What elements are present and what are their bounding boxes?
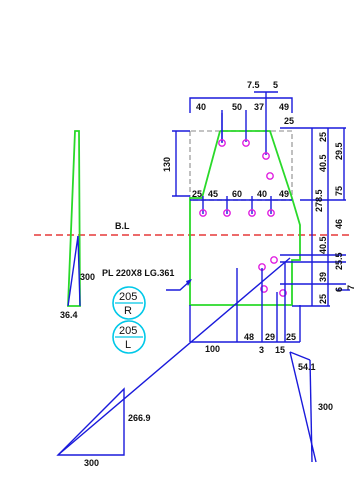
hole <box>279 289 287 297</box>
bevel-triangle-right-2 <box>289 351 311 361</box>
dim-25-5: 25.5 <box>334 252 344 270</box>
left-part: 300 36.4 <box>60 130 95 320</box>
baseline-label: B.L <box>115 221 130 231</box>
left-dim-vertical: 300 <box>80 272 95 282</box>
dim-266-9: 266.9 <box>128 413 151 423</box>
dim-40-5-right-a: 40.5 <box>318 154 328 172</box>
dim-278-5: 278.5 <box>314 189 324 212</box>
leader-arrowhead <box>186 279 192 286</box>
dim-25-bottom: 25 <box>286 332 296 342</box>
left-part-outline <box>67 130 81 307</box>
hole <box>248 209 256 217</box>
hole <box>266 172 274 180</box>
dim-49-top: 49 <box>279 102 289 112</box>
hole <box>270 256 278 264</box>
hole <box>262 152 270 160</box>
dim-49-mid: 49 <box>279 189 289 199</box>
tag-205-l: 205 L <box>112 320 146 354</box>
dim-50: 50 <box>232 102 242 112</box>
dim-130: 130 <box>162 157 172 172</box>
left-part-edge <box>67 235 79 307</box>
tag-number: 205 <box>119 325 137 337</box>
hole <box>223 209 231 217</box>
dim-300-horizontal: 300 <box>84 458 99 468</box>
dim-45-mid: 45 <box>208 189 218 199</box>
middle-dimensions: 25 45 60 40 49 <box>190 189 292 214</box>
right-dimensions: 25 40.5 29.5 278.5 75 46 40.5 25.5 39 6 … <box>280 127 356 307</box>
dim-frame-top <box>189 97 293 113</box>
hole <box>218 139 226 147</box>
tag-number: 205 <box>119 291 137 303</box>
dim-75: 75 <box>334 186 344 196</box>
dim-25-right: 25 <box>318 132 328 142</box>
dim-15: 15 <box>275 345 285 355</box>
dim-40-5-right-b: 40.5 <box>318 236 328 254</box>
bevel-dimensions: 54.1 300 266.9 300 <box>56 257 333 468</box>
dim-300-vertical: 300 <box>318 402 333 412</box>
dim-40-top: 40 <box>196 102 206 112</box>
dim-25-right-bottom: 25 <box>318 294 328 304</box>
dim-7: 7 <box>346 285 356 290</box>
hole <box>267 209 275 217</box>
hole <box>242 139 250 147</box>
bevel-diagonal <box>57 257 291 456</box>
dim-37: 37 <box>254 102 264 112</box>
dim-5: 5 <box>273 80 278 90</box>
dim-60-mid: 60 <box>232 189 242 199</box>
tag-side: L <box>125 339 131 351</box>
dim-100: 100 <box>205 344 220 354</box>
dim-6: 6 <box>334 287 344 292</box>
dim-29-5: 29.5 <box>334 142 344 160</box>
bottom-dimensions: 100 48 3 29 15 25 <box>189 262 301 355</box>
dim-3: 3 <box>259 345 264 355</box>
dim-54-1: 54.1 <box>298 362 316 372</box>
dim-25-mid: 25 <box>192 189 202 199</box>
left-part-edge-2 <box>77 235 81 307</box>
left-dim-bottom: 36.4 <box>60 310 78 320</box>
dim-25-top: 25 <box>284 116 294 126</box>
tag-side: R <box>124 305 132 317</box>
dim-7-5: 7.5 <box>247 80 260 90</box>
hole <box>260 285 268 293</box>
hole <box>199 209 207 217</box>
plate-label-leader <box>166 280 191 291</box>
bevel-triangle-right-3 <box>309 359 313 463</box>
plate-label: PL 220X8 LG.361 <box>102 268 174 278</box>
plate-outline <box>189 130 301 306</box>
dim-40-mid: 40 <box>257 189 267 199</box>
dim-48: 48 <box>244 332 254 342</box>
tag-205-r: 205 R <box>112 286 146 320</box>
dim-39: 39 <box>318 272 328 282</box>
dim-46: 46 <box>334 219 344 229</box>
top-dimensions: 7.5 5 40 50 37 49 25 130 <box>162 80 294 197</box>
dim-29: 29 <box>265 332 275 342</box>
bevel-triangle-left <box>56 387 125 456</box>
